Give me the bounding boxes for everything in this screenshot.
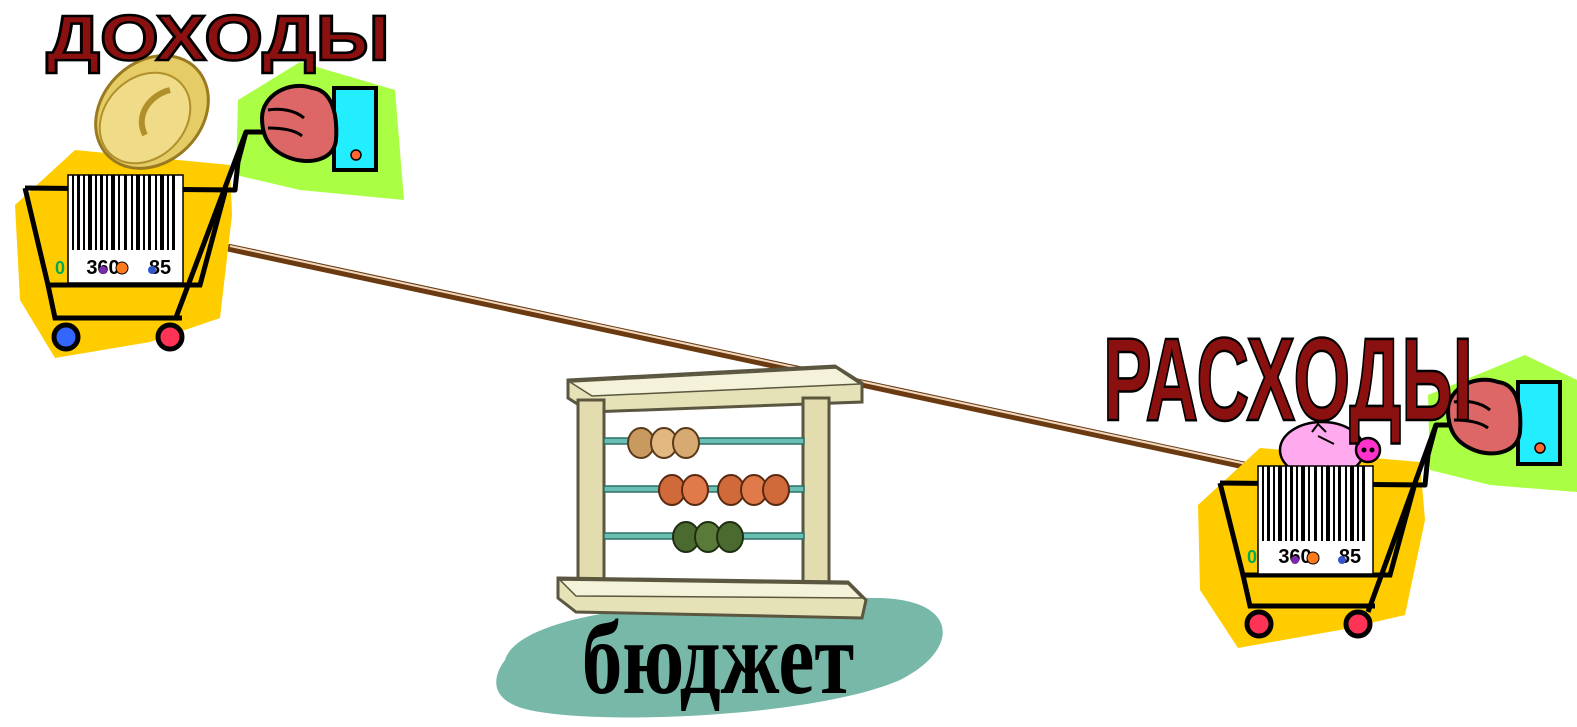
expenses-cart-group: 0 360 85 РАСХОДЫ xyxy=(1103,313,1577,648)
abacus-icon xyxy=(558,366,866,618)
budget-label: бюджет xyxy=(582,602,855,717)
expenses-title: РАСХОДЫ xyxy=(1103,313,1473,445)
income-barcode-digit-a: 0 xyxy=(55,258,65,278)
income-cart-group: 0 360 85 ДОХОДЫ xyxy=(15,2,404,358)
income-title: ДОХОДЫ xyxy=(46,2,390,73)
expenses-barcode-digit-a: 0 xyxy=(1247,547,1257,567)
